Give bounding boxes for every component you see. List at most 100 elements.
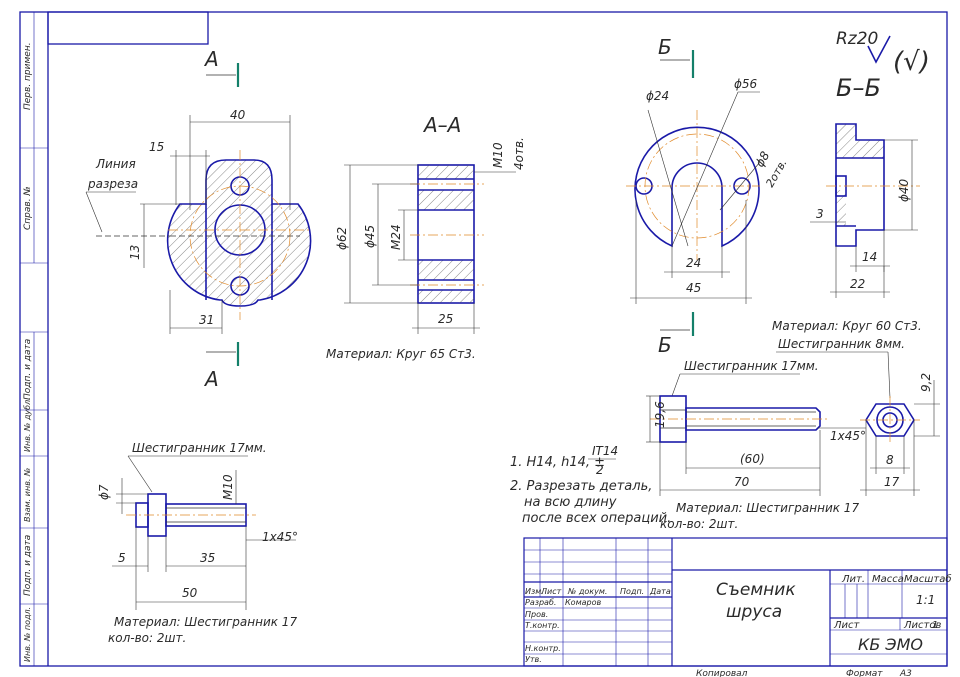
view-a-dim-31: 31: [199, 313, 214, 327]
view-a-note-line1: Линия: [95, 157, 136, 171]
bolt-small-w35: 35: [200, 551, 215, 565]
section-aa-w25: 25: [438, 312, 453, 326]
tb-lit: Лит.: [841, 574, 865, 585]
bolt-large-w60: (60): [740, 452, 765, 466]
tb-tkontr: Т.контр.: [525, 621, 560, 630]
view-a: А А 40 15 13 31 Линия разр: [85, 47, 312, 391]
note-1-frac-bot: 2: [596, 463, 604, 477]
section-aa-m24: М24: [389, 224, 403, 250]
tb-name-line2: шруса: [726, 602, 782, 622]
section-bb-w14: 14: [862, 250, 877, 264]
top-left-stamp: [47, 11, 209, 45]
stamp-inv-dubl: Инв. № дубл.: [23, 397, 32, 452]
tb-col-doc: № докум.: [567, 587, 607, 596]
view-b-d56: ϕ56: [734, 77, 758, 91]
view-a-letter-top: А: [203, 47, 219, 71]
section-bb-w3: 3: [816, 207, 824, 221]
tb-list: Лист: [833, 620, 861, 631]
tb-col-izm: Изм.: [525, 587, 544, 596]
section-bb-w22: 22: [850, 277, 865, 291]
section-aa-title: А–А: [422, 113, 461, 137]
section-bb-d40: ϕ40: [897, 178, 911, 202]
view-b-letter-bottom: Б: [658, 333, 672, 357]
note-2-line3: после всех операций.: [522, 511, 671, 526]
stamp-perv-primen: Перв. примен.: [23, 42, 33, 110]
tb-name-line1: Съемник: [716, 580, 796, 600]
view-b-w45: 45: [686, 281, 701, 295]
bolt-small-qty: кол-во: 2шт.: [108, 631, 186, 645]
tb-col-list: Лист: [540, 587, 562, 596]
section-bb: Б–Б ϕ40 3 14 22: [810, 74, 920, 298]
section-aa-m10-count: 4отв.: [512, 137, 526, 170]
view-b-w24: 24: [686, 256, 701, 270]
bolt-large-qty: кол-во: 2шт.: [660, 517, 738, 531]
roughness-rest: (√): [893, 47, 930, 77]
view-a-letter-bottom: А: [203, 367, 219, 391]
tb-col-podp: Подп.: [620, 587, 644, 596]
hex-nut: Материал: Круг 60 Ст3. Шестигранник 8мм.…: [772, 319, 940, 496]
bolt-small-w50: 50: [182, 586, 198, 600]
view-b: Б Б ϕ24 ϕ56 ϕ8 2отв. 24 45: [626, 35, 790, 357]
view-b-letter-top: Б: [658, 35, 672, 59]
bolt-large-chamfer: 1x45°: [830, 429, 866, 443]
tb-format: Формат: [846, 669, 883, 677]
section-aa-material: Материал: Круг 65 Ст3.: [326, 347, 476, 361]
bolt-small-m10: М10: [221, 474, 235, 500]
tb-org: КБ ЭМО: [858, 635, 923, 654]
tb-razrab: Разраб.: [525, 598, 556, 607]
tb-scale: 1:1: [916, 593, 935, 607]
bolt-small-d7: ϕ7: [97, 484, 111, 500]
bolt-small-material: Материал: Шестигранник 17: [114, 615, 297, 629]
tb-masshtab: Масштаб: [904, 573, 952, 585]
section-aa-d62: ϕ62: [335, 227, 349, 250]
bolt-large-w70: 70: [734, 475, 750, 489]
bolt-small-w5: 5: [118, 551, 126, 565]
title-block: Изм. Лист № докум. Подп. Дата Разраб. Ко…: [523, 537, 952, 667]
note-1-frac-top: IT14: [592, 444, 618, 458]
tb-prov: Пров.: [525, 610, 548, 619]
nut-material: Материал: Круг 60 Ст3.: [772, 319, 922, 333]
view-b-d8: ϕ8: [752, 149, 772, 170]
bolt-small: Шестигранник 17мм. ϕ7 М10 5 35 50 1x45° …: [97, 441, 298, 645]
bolt-large: Шестигранник 17мм. 19,6 (60) 70 1x45° Ма…: [646, 359, 866, 531]
nut-hex-label: Шестигранник 8мм.: [778, 337, 905, 351]
tb-listov-val: 1: [932, 620, 938, 631]
bolt-small-chamfer: 1x45°: [262, 530, 298, 544]
tb-format-val: А3: [899, 669, 912, 677]
stamp-podp-data-1: Подп. и дата: [23, 339, 33, 400]
tb-col-data: Дата: [649, 587, 671, 596]
section-aa: А–А ϕ62 ϕ45 М24 М10 4отв. 25 Мат: [326, 113, 526, 361]
stamp-podp-data-2: Подп. и дата: [23, 535, 33, 596]
nut-w17: 17: [884, 475, 900, 489]
stamp-vzam-inv: Взам. инв. №: [23, 468, 32, 522]
tb-kopiroval: Копировал: [696, 669, 748, 677]
roughness-check-icon: [867, 35, 891, 64]
bolt-small-hex-label: Шестигранник 17мм.: [132, 441, 267, 455]
tb-massa: Масса: [872, 574, 904, 585]
note-2-line2: на всю длину: [524, 495, 617, 510]
nut-h92: 9,2: [919, 373, 933, 392]
view-b-d24: ϕ24: [646, 89, 669, 103]
section-aa-m10: М10: [491, 142, 505, 168]
view-a-note-line2: разреза: [87, 177, 138, 191]
tb-razrab-name: Комаров: [565, 598, 601, 607]
view-a-dim-40: 40: [230, 108, 246, 122]
tb-listov: Листов: [903, 620, 941, 631]
note-1-prefix: 1. H14, h14, ±: [510, 455, 605, 470]
bolt-large-h196: 19,6: [653, 401, 667, 428]
bolt-large-hex-label: Шестигранник 17мм.: [684, 359, 819, 373]
sheet-border: [19, 11, 948, 667]
nut-w8: 8: [886, 453, 894, 467]
note-2-line1: 2. Разрезать деталь,: [510, 479, 652, 494]
technical-notes: 1. H14, h14, ± IT14 2 2. Разрезать детал…: [510, 444, 671, 526]
tb-utv: Утв.: [525, 655, 542, 664]
view-a-dim-13: 13: [128, 245, 142, 260]
bolt-large-material: Материал: Шестигранник 17: [676, 501, 859, 515]
stamp-inv-podl: Инв. № подл.: [23, 607, 32, 662]
stamp-sprav: Справ. №: [23, 186, 33, 230]
view-a-dim-15: 15: [149, 140, 164, 154]
tb-nkontr: Н.контр.: [525, 644, 561, 653]
roughness-value: Rz20: [836, 29, 878, 49]
section-bb-title: Б–Б: [836, 74, 881, 102]
